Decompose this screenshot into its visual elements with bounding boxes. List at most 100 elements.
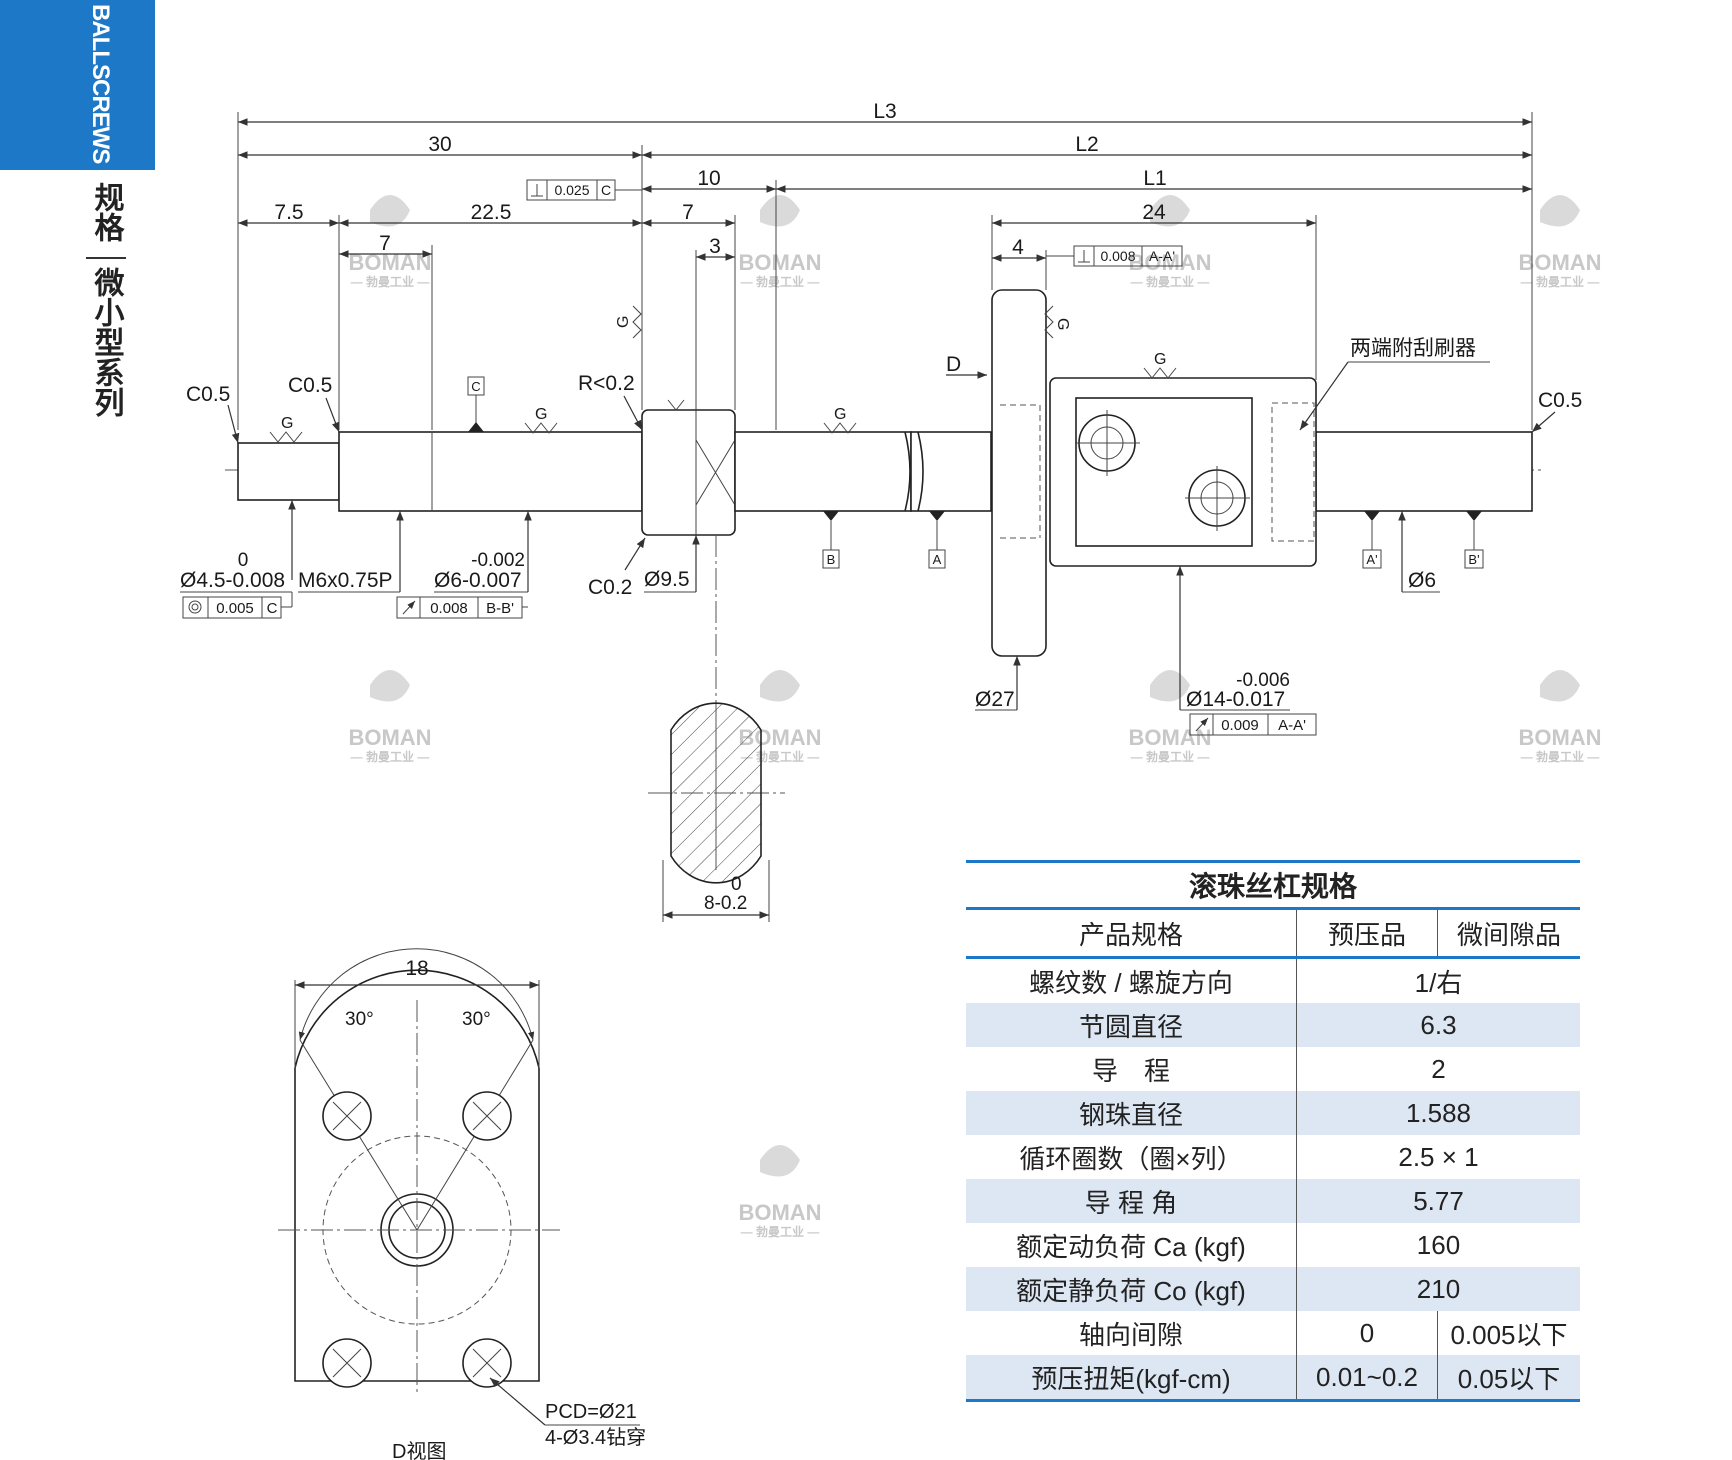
radius-label: R<0.2: [578, 372, 635, 395]
series-title-name: 微小型系列: [89, 267, 123, 417]
dim-L3: L3: [873, 100, 896, 123]
chamfer-c02: C0.2: [588, 576, 632, 599]
datum-b-prime: B': [1468, 552, 1479, 567]
table-row: 导 程 角 5.77: [966, 1179, 1580, 1223]
perpendicularity-frame-1: 0.025 C: [526, 179, 642, 201]
dim-4: 4: [1012, 236, 1024, 259]
datum-a-prime: A': [1366, 552, 1377, 567]
grind-mark: G: [1054, 318, 1071, 330]
grind-mark: G: [834, 406, 846, 423]
shaft-annotations: C0.5 C0.5 C0.5 R<0.2 G G G G G G C D: [186, 179, 1582, 444]
concentricity-frame: 0.005 C: [182, 592, 293, 619]
svg-text:— 勃曼工业 —: — 勃曼工业 —: [351, 274, 430, 289]
screw-shaft: [225, 409, 1545, 536]
watermark-logo: BOMAN — 勃曼工业 —: [1128, 195, 1212, 289]
svg-text:BOMAN: BOMAN: [738, 1200, 821, 1225]
table-row: 钢珠直径 1.588: [966, 1091, 1580, 1135]
dia-45: Ø4.5-0.008: [180, 569, 285, 592]
svg-text:— 勃曼工业 —: — 勃曼工业 —: [1521, 749, 1600, 764]
top-dimensions: L3 30 L2 10 L1 7.5 22.5 7 7 3 24 4: [237, 100, 1533, 430]
dia-6: Ø6-0.007: [434, 569, 522, 592]
row-label: 轴向间隙: [966, 1311, 1297, 1355]
row-value-preload: 0: [1296, 1311, 1438, 1355]
table-row: 节圆直径 6.3: [966, 1003, 1580, 1047]
svg-text:B-B': B-B': [486, 600, 514, 617]
table-row: 额定静负荷 Co (kgf) 210: [966, 1267, 1580, 1311]
dim-7-5: 7.5: [274, 201, 303, 224]
svg-text:— 勃曼工业 —: — 勃曼工业 —: [351, 749, 430, 764]
row-label: 预压扭矩(kgf-cm): [966, 1355, 1297, 1401]
row-label: 导 程 角: [966, 1179, 1297, 1223]
header-cell: 产品规格: [966, 908, 1297, 959]
svg-text:— 勃曼工业 —: — 勃曼工业 —: [741, 1224, 820, 1239]
bottom-annotations: 0 Ø4.5-0.008 0.005 C M6x0.75P -0.002 Ø6-…: [180, 500, 1484, 736]
svg-text:0.005: 0.005: [216, 600, 254, 617]
row-label: 钢珠直径: [966, 1091, 1297, 1135]
row-label: 螺纹数 / 螺旋方向: [966, 957, 1297, 1003]
chamfer-right: C0.5: [1538, 389, 1582, 412]
svg-text:C: C: [267, 600, 278, 617]
dim-30: 30: [428, 133, 451, 156]
table-row: 轴向间隙 0 0.005以下: [966, 1311, 1580, 1355]
watermark-logo: BOMAN — 勃曼工业 —: [1128, 670, 1212, 764]
svg-text:0.009: 0.009: [1221, 717, 1259, 734]
row-label: 额定动负荷 Ca (kgf): [966, 1223, 1297, 1267]
d-view-caption: D视图: [392, 1440, 446, 1460]
row-value: 6.3: [1296, 1003, 1580, 1047]
table-row: 螺纹数 / 螺旋方向 1/右: [966, 957, 1580, 1003]
dim-L2: L2: [1075, 133, 1098, 156]
dim-L1: L1: [1143, 167, 1166, 190]
shaft-thread-section: [338, 431, 643, 512]
shaft-section-view: 0 8-0.2: [648, 535, 785, 922]
support-bearing-section: [641, 409, 736, 536]
perpendicularity-frame-2: 0.008 A-A': [1046, 245, 1183, 267]
datum-c-label: C: [471, 379, 480, 394]
watermark-logo: BOMAN — 勃曼工业 —: [738, 1145, 822, 1239]
dim-10: 10: [697, 167, 720, 190]
watermark-logo: BOMAN — 勃曼工业 —: [738, 195, 822, 289]
svg-text:0.008: 0.008: [430, 600, 468, 617]
watermark-logo: BOMAN — 勃曼工业 —: [1518, 670, 1602, 764]
row-value: 2.5 × 1: [1398, 1141, 1479, 1172]
svg-text:BOMAN: BOMAN: [348, 725, 431, 750]
svg-text:— 勃曼工业 —: — 勃曼工业 —: [741, 274, 820, 289]
holes-label: 4-Ø3.4钻穿: [545, 1426, 646, 1449]
row-value: 1.588: [1296, 1091, 1580, 1135]
pcd-label: PCD=Ø21: [545, 1401, 637, 1423]
table-row: 循环圈数（圈×列） 2.5 × 1: [966, 1135, 1580, 1179]
row-label: 额定静负荷 Co (kgf): [966, 1267, 1297, 1311]
nut-flange: [991, 289, 1047, 657]
grind-mark: G: [281, 415, 293, 432]
flange-d-view: 18 30° 30° PCD=Ø21 4-Ø3.4钻穿 D视图: [278, 948, 646, 1460]
table-row: 额定动负荷 Ca (kgf) 160: [966, 1223, 1580, 1267]
screw-section-right: [1315, 431, 1533, 512]
spec-table-title: 滚珠丝杠规格: [966, 861, 1580, 910]
dim-24: 24: [1142, 201, 1166, 224]
runout-frame-2: 0.009 A-A': [1189, 713, 1317, 736]
header-cell: 预压品: [1296, 908, 1438, 959]
dia-14: Ø14-0.017: [1186, 688, 1285, 711]
grind-mark: G: [535, 406, 547, 423]
dia-6-upper: -0.002: [471, 550, 525, 571]
svg-text:A-A': A-A': [1278, 717, 1306, 734]
category-tab-text: BALLSCREWS: [87, 4, 114, 164]
view-d-label: D: [946, 353, 961, 376]
svg-text:BOMAN: BOMAN: [1518, 725, 1601, 750]
row-value: 2: [1431, 1053, 1446, 1084]
svg-text:BOMAN: BOMAN: [1518, 250, 1601, 275]
row-value-clearance: 0.005以下: [1450, 1319, 1568, 1350]
angle-left: 30°: [345, 1009, 374, 1030]
row-label: 节圆直径: [966, 1003, 1297, 1047]
runout-frame-1: 0.008 B-B': [396, 596, 528, 619]
svg-text:BOMAN: BOMAN: [738, 250, 821, 275]
grind-mark: G: [615, 316, 632, 328]
svg-text:0.025: 0.025: [554, 182, 589, 198]
ball-nut: [991, 289, 1317, 657]
wiper-label: 两端附刮刷器: [1350, 337, 1476, 360]
svg-text:— 勃曼工业 —: — 勃曼工业 —: [1131, 274, 1210, 289]
shaft-end-journal: [237, 442, 340, 501]
chamfer-left: C0.5: [186, 383, 230, 406]
watermark-logo: BOMAN — 勃曼工业 —: [348, 195, 432, 289]
watermark-logos: BOMAN — 勃曼工业 — BOMAN — 勃曼工业 — BOMAN — 勃曼…: [348, 195, 1602, 1239]
